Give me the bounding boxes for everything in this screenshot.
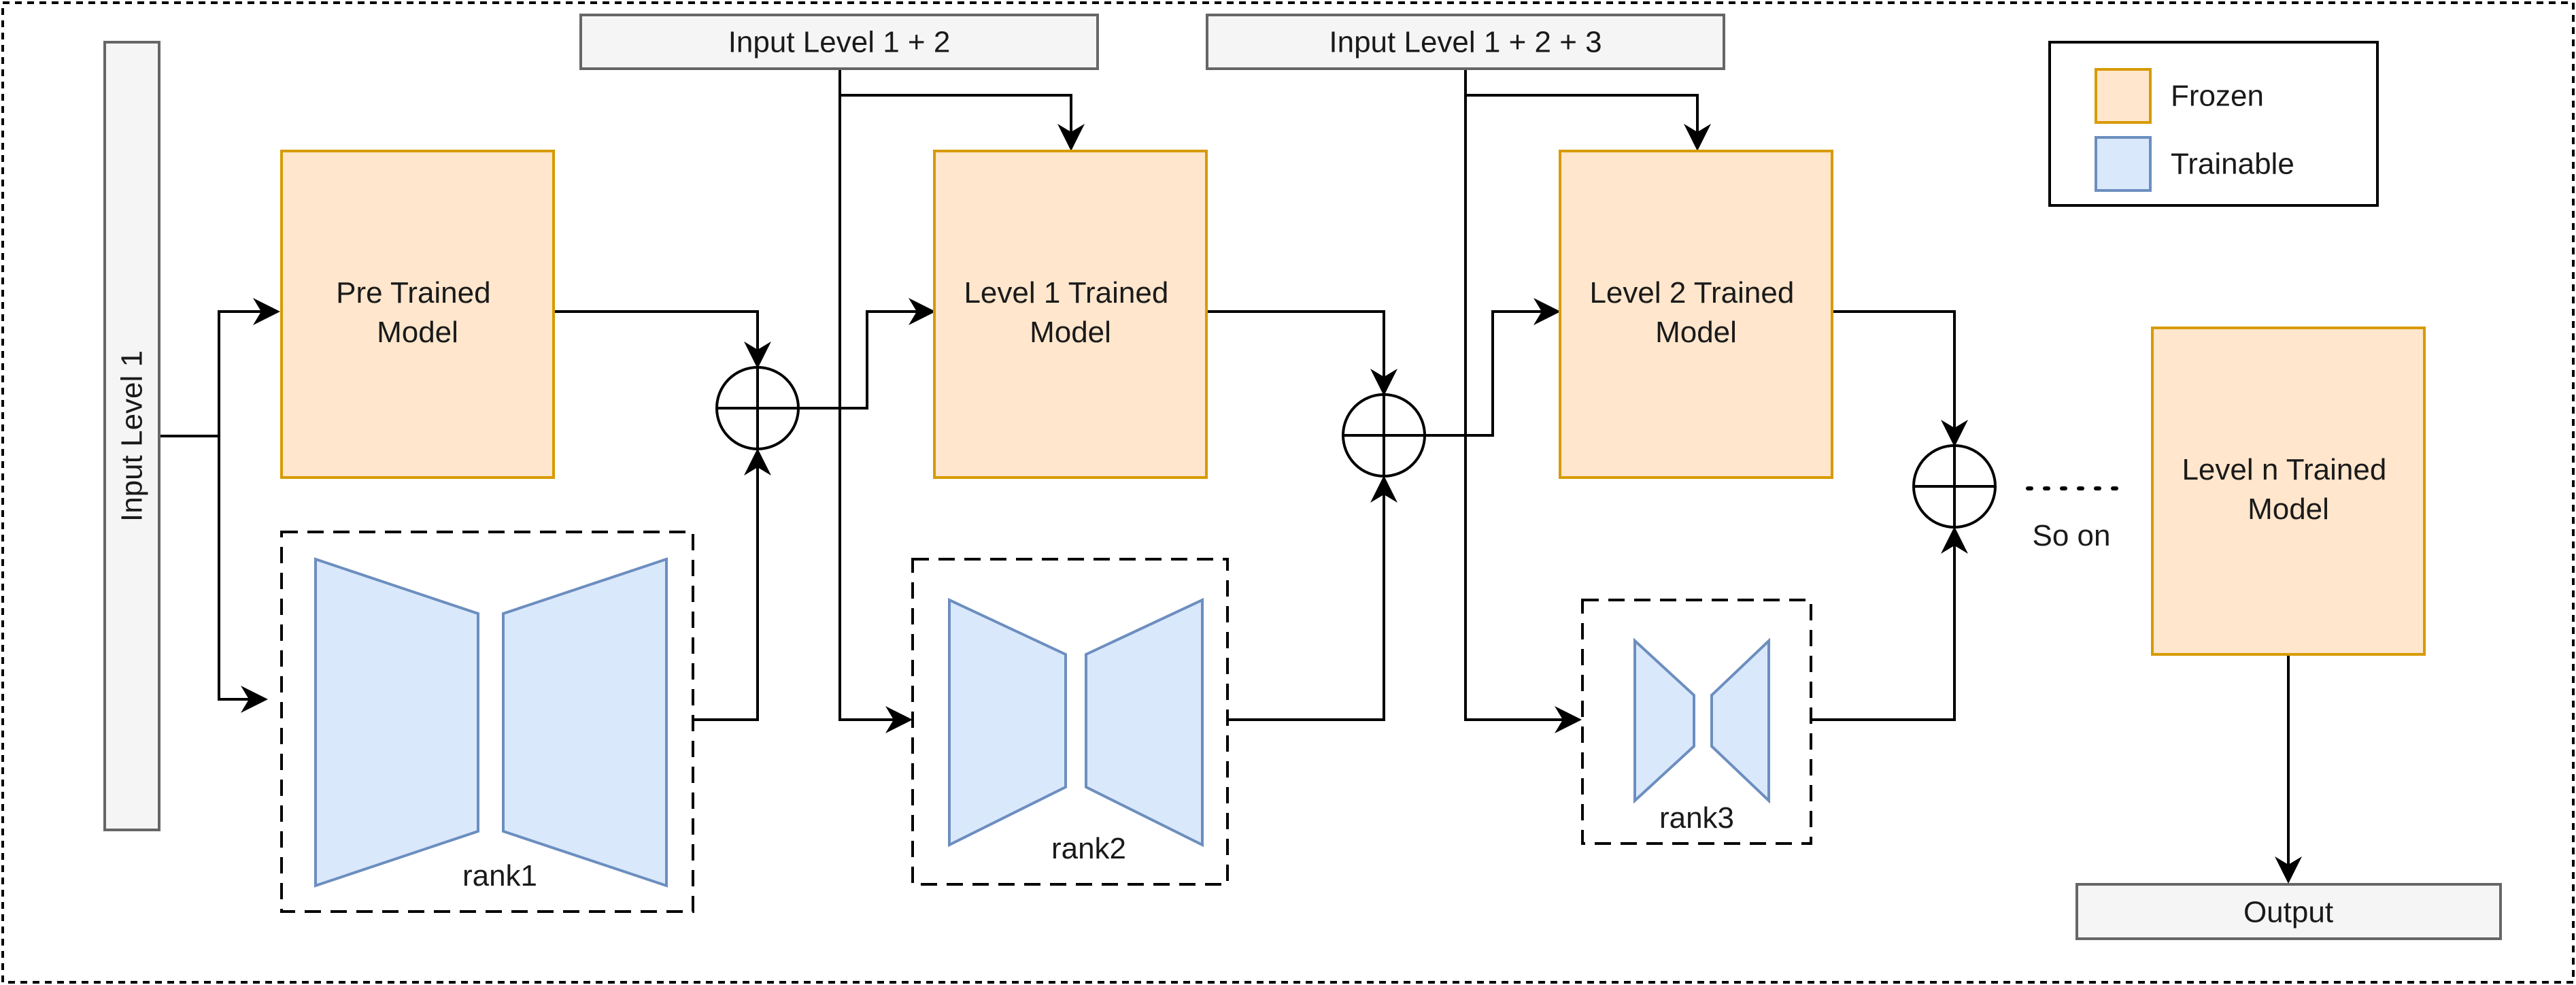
sum-node-3-plus bbox=[1914, 446, 1995, 527]
legend-frozen-swatch bbox=[2095, 68, 2152, 124]
wire-input123-to-level2 bbox=[1464, 69, 1711, 151]
wire-input12-to-rank2 bbox=[838, 95, 913, 733]
input-level-123: Input Level 1 + 2 + 3 bbox=[1206, 14, 1725, 70]
input-level-123-box bbox=[1206, 14, 1725, 70]
level1-model-label-line2: Model bbox=[1030, 316, 1111, 349]
rank2-encoder-trapezoid bbox=[948, 597, 1067, 848]
wire-input1-to-pretrained bbox=[160, 298, 280, 437]
so-on-label: So on bbox=[2033, 519, 2111, 552]
rank3-decoder-trapezoid bbox=[1710, 637, 1770, 804]
level1-model: Level 1 Trained Model bbox=[933, 150, 1208, 479]
legend-frozen-label: Frozen bbox=[2171, 80, 2264, 113]
pretrained-model-box bbox=[280, 150, 555, 479]
level1-model-label-line1: Level 1 Trained bbox=[964, 276, 1168, 310]
wire-rank2-to-sum2 bbox=[1227, 475, 1397, 721]
pretrained-model: Pre Trained Model bbox=[280, 150, 555, 479]
sum-node-2 bbox=[1342, 393, 1426, 478]
connections bbox=[160, 69, 2302, 884]
rank2-adapter: rank2 bbox=[911, 558, 1229, 886]
wire-input12-to-level1 bbox=[838, 69, 1085, 151]
sum-node-1-plus bbox=[717, 367, 798, 449]
rank3-label: rank3 bbox=[1659, 801, 1734, 835]
wire-sum2-to-level2 bbox=[1425, 298, 1561, 437]
wire-level1-to-sum2 bbox=[1207, 310, 1397, 396]
level2-model-label-line1: Level 2 Trained bbox=[1589, 276, 1794, 310]
input-level-123-label: Input Level 1 + 2 + 3 bbox=[1329, 26, 1601, 59]
legend-trainable-label: Trainable bbox=[2171, 148, 2294, 181]
input-level-12: Input Level 1 + 2 bbox=[579, 14, 1099, 70]
pretrained-model-label: Pre Trained Model bbox=[336, 276, 499, 349]
rank3-adapter: rank3 bbox=[1581, 599, 1812, 845]
sum-node-3 bbox=[1912, 444, 1997, 529]
rank1-decoder-trapezoid bbox=[502, 557, 668, 888]
sum-node-1 bbox=[715, 366, 800, 450]
pretrained-model-label-line2: Model bbox=[377, 316, 458, 349]
leveln-model-label-line1: Level n Trained bbox=[2182, 453, 2386, 486]
rank1-encoder-trapezoid bbox=[314, 557, 479, 888]
leveln-model: Level n Trained Model bbox=[2151, 327, 2426, 656]
level2-model-box bbox=[1559, 150, 1833, 479]
wire-input123-to-rank3 bbox=[1464, 95, 1582, 733]
input-level-1: Input Level 1 bbox=[103, 41, 160, 831]
wire-pretrained-to-sum1 bbox=[554, 310, 771, 369]
rank1-adapter: rank1 bbox=[280, 531, 694, 913]
wire-sum1-to-level1 bbox=[798, 298, 936, 410]
input-level-12-label: Input Level 1 + 2 bbox=[728, 26, 951, 59]
wire-input1-to-rank1 bbox=[218, 436, 268, 713]
legend: Frozen Trainable bbox=[2048, 41, 2379, 207]
legend-trainable-swatch bbox=[2095, 136, 2152, 192]
continuation: So on bbox=[2026, 486, 2118, 552]
output-label: Output bbox=[2243, 896, 2333, 929]
level2-model: Level 2 Trained Model bbox=[1559, 150, 1833, 479]
pretrained-model-label-line1: Pre Trained bbox=[336, 276, 490, 310]
rank1-adapter-frame bbox=[280, 531, 694, 913]
rank1-label: rank1 bbox=[462, 859, 537, 892]
level2-model-label: Level 2 Trained Model bbox=[1589, 276, 1802, 349]
leveln-model-label: Level n Trained Model bbox=[2182, 453, 2394, 526]
wire-rank3-to-sum3 bbox=[1810, 527, 1968, 721]
wire-rank1-to-sum1 bbox=[692, 448, 771, 721]
rank3-encoder-trapezoid bbox=[1633, 637, 1695, 804]
output-box bbox=[2075, 883, 2502, 940]
rank2-label: rank2 bbox=[1051, 832, 1126, 865]
level2-model-label-line2: Model bbox=[1655, 316, 1737, 349]
leveln-model-label-line2: Model bbox=[2248, 492, 2329, 526]
level1-model-label: Level 1 Trained Model bbox=[964, 276, 1176, 349]
rank2-adapter-frame bbox=[911, 558, 1229, 886]
rank3-adapter-frame bbox=[1581, 599, 1812, 845]
sum-node-2-plus bbox=[1343, 395, 1425, 476]
input-level-12-box bbox=[579, 14, 1099, 70]
rank2-decoder-trapezoid bbox=[1085, 597, 1204, 848]
input-level-1-box bbox=[103, 41, 160, 831]
wire-level2-to-sum3 bbox=[1832, 310, 1968, 447]
output: Output bbox=[2075, 883, 2502, 940]
leveln-model-box bbox=[2151, 327, 2426, 656]
input-level-1-label: Input Level 1 bbox=[116, 350, 149, 522]
level1-model-box bbox=[933, 150, 1208, 479]
